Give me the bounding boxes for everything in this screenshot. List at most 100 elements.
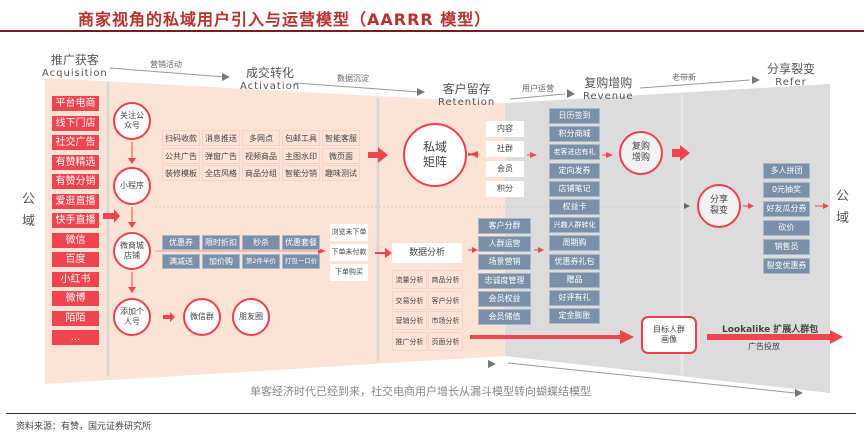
order-state: 下单购买 [330, 264, 368, 281]
lookalike-label: Lookalike 扩展人群包 [722, 325, 819, 335]
crowd-op-item: 忠诚度管理 [478, 272, 531, 289]
stage-cn: 成交转化 [246, 66, 295, 80]
stage-cn: 复购增购 [584, 76, 633, 90]
data-analysis-title: 数据分析 [392, 243, 462, 263]
stage-en: Refer [775, 77, 807, 88]
analysis-item: 营销分析 [392, 311, 427, 330]
refer-item: 0元抽奖 [763, 182, 810, 198]
footer-divider [6, 413, 856, 414]
channel-item: ... [52, 330, 99, 345]
retention-item: 社群 [486, 141, 524, 157]
public-domain-left-1: 公 [22, 192, 36, 207]
revenue-item: 老客进店有礼 [549, 144, 600, 161]
tool-item: 消息推送 [202, 130, 240, 146]
order-state: 浏览未下单 [330, 224, 368, 241]
retention-item: 会员 [486, 161, 524, 177]
private-matrix-circle: 私域矩阵 [403, 123, 467, 187]
tool-item: 扫码收款 [162, 130, 200, 146]
promotion-item: 打包一口价 [282, 254, 320, 269]
promotion-item: 第2件半价 [242, 254, 280, 269]
analysis-item: 客户分析 [428, 290, 463, 310]
tool-item: 智能分销 [282, 165, 320, 181]
revenue-item: 赠品 [549, 271, 600, 288]
stage-en: Revenue [583, 91, 634, 102]
share-circle: 分享裂变 [697, 184, 741, 228]
order-state: 下单未付款 [330, 244, 368, 261]
promotion-item: 加价购 [202, 254, 240, 269]
share-label: 分享裂变 [709, 195, 728, 216]
revenue-item: 权益卡 [549, 199, 600, 215]
tool-item: 多网点 [242, 130, 280, 146]
promotion-item: 满减送 [162, 254, 200, 269]
crowd-op-item: 人群运营 [478, 236, 531, 253]
revenue-item: 定向发券 [549, 162, 600, 179]
public-domain-right-1: 公 [836, 189, 850, 204]
refer-item: 砍价 [763, 220, 810, 236]
retention-item: 积分 [486, 181, 524, 197]
public-domain-right-2: 域 [836, 211, 850, 226]
page-title: 商家视角的私域用户引入与运营模型（AARRR 模型） [78, 10, 492, 29]
revenue-item: 好评有礼 [549, 290, 600, 306]
channel-item: 平台电商 [52, 96, 99, 111]
channel-item: 快手直播 [52, 213, 99, 228]
flow-note: 营销活动 [150, 60, 182, 69]
tool-item: 视频商品 [242, 147, 280, 164]
activation-node: 小程序 [113, 167, 151, 205]
channel-item: 微博 [52, 291, 99, 306]
activation-node-label: 关注公众号 [120, 111, 144, 130]
stage-cn: 推广获客 [50, 53, 99, 67]
tool-item: 趣味测试 [322, 165, 360, 181]
tool-item: 智能客服 [322, 130, 360, 146]
stage-cn: 分享裂变 [767, 62, 816, 76]
stage-en: Activation [240, 81, 301, 92]
analysis-item: 交易分析 [392, 290, 427, 310]
crowd-op-item: 客户分群 [478, 218, 531, 234]
activation-node: 关注公众号 [113, 102, 151, 140]
target-label: 目标人群画像 [653, 325, 685, 344]
analysis-item: 商品分析 [428, 270, 463, 289]
revenue-item: 优惠券礼包 [549, 253, 600, 270]
tool-item: 商品分组 [242, 165, 280, 181]
flow-note: 老带新 [672, 73, 696, 82]
activation-node: 微商城店铺 [113, 232, 151, 270]
crowd-op-item: 会员储值 [478, 309, 531, 325]
tool-item: 弹窗广告 [202, 147, 240, 164]
channel-item: 线下门店 [52, 115, 99, 131]
ads-label: 广告投放 [748, 342, 780, 351]
activation-node: 微信群 [183, 298, 221, 336]
private-matrix-label: 私域矩阵 [422, 140, 447, 169]
source-note: 资料来源：有赞，国元证券研究所 [16, 422, 152, 432]
tool-item: 全店风格 [202, 165, 240, 181]
channel-item: 小红书 [52, 271, 99, 287]
channel-item: 陌陌 [52, 310, 99, 326]
stage-cn: 客户留存 [442, 82, 491, 96]
analysis-item: 流量分析 [392, 270, 427, 289]
tool-item: 公共广告 [162, 147, 200, 164]
revenue-item: 周期购 [549, 235, 600, 252]
promotion-item: 优惠券 [162, 235, 200, 250]
activation-node-label: 添加个人号 [120, 307, 144, 326]
analysis-item: 页面分析 [428, 331, 463, 351]
channel-item: 有赞分销 [52, 174, 99, 189]
refer-item: 销售员 [763, 239, 810, 255]
retention-item: 内容 [486, 121, 524, 137]
activation-node-label: 微商城店铺 [120, 241, 144, 260]
crowd-op-item: 会员权益 [478, 290, 531, 307]
stage-en: Retention [438, 97, 496, 108]
revenue-item: 兴趣人群转化 [549, 217, 600, 234]
repurchase-label: 复购增购 [631, 142, 650, 163]
channel-item: 微信 [52, 232, 99, 248]
target-audience-box: 目标人群画像 [641, 316, 697, 354]
revenue-item: 店铺笔记 [549, 180, 600, 197]
revenue-item: 日历签到 [549, 108, 600, 124]
tool-item: 主图水印 [282, 147, 320, 164]
activation-node-label: 微信群 [190, 312, 214, 321]
promotion-item: 秒杀 [242, 235, 280, 250]
analysis-item: 市场分析 [428, 311, 463, 330]
